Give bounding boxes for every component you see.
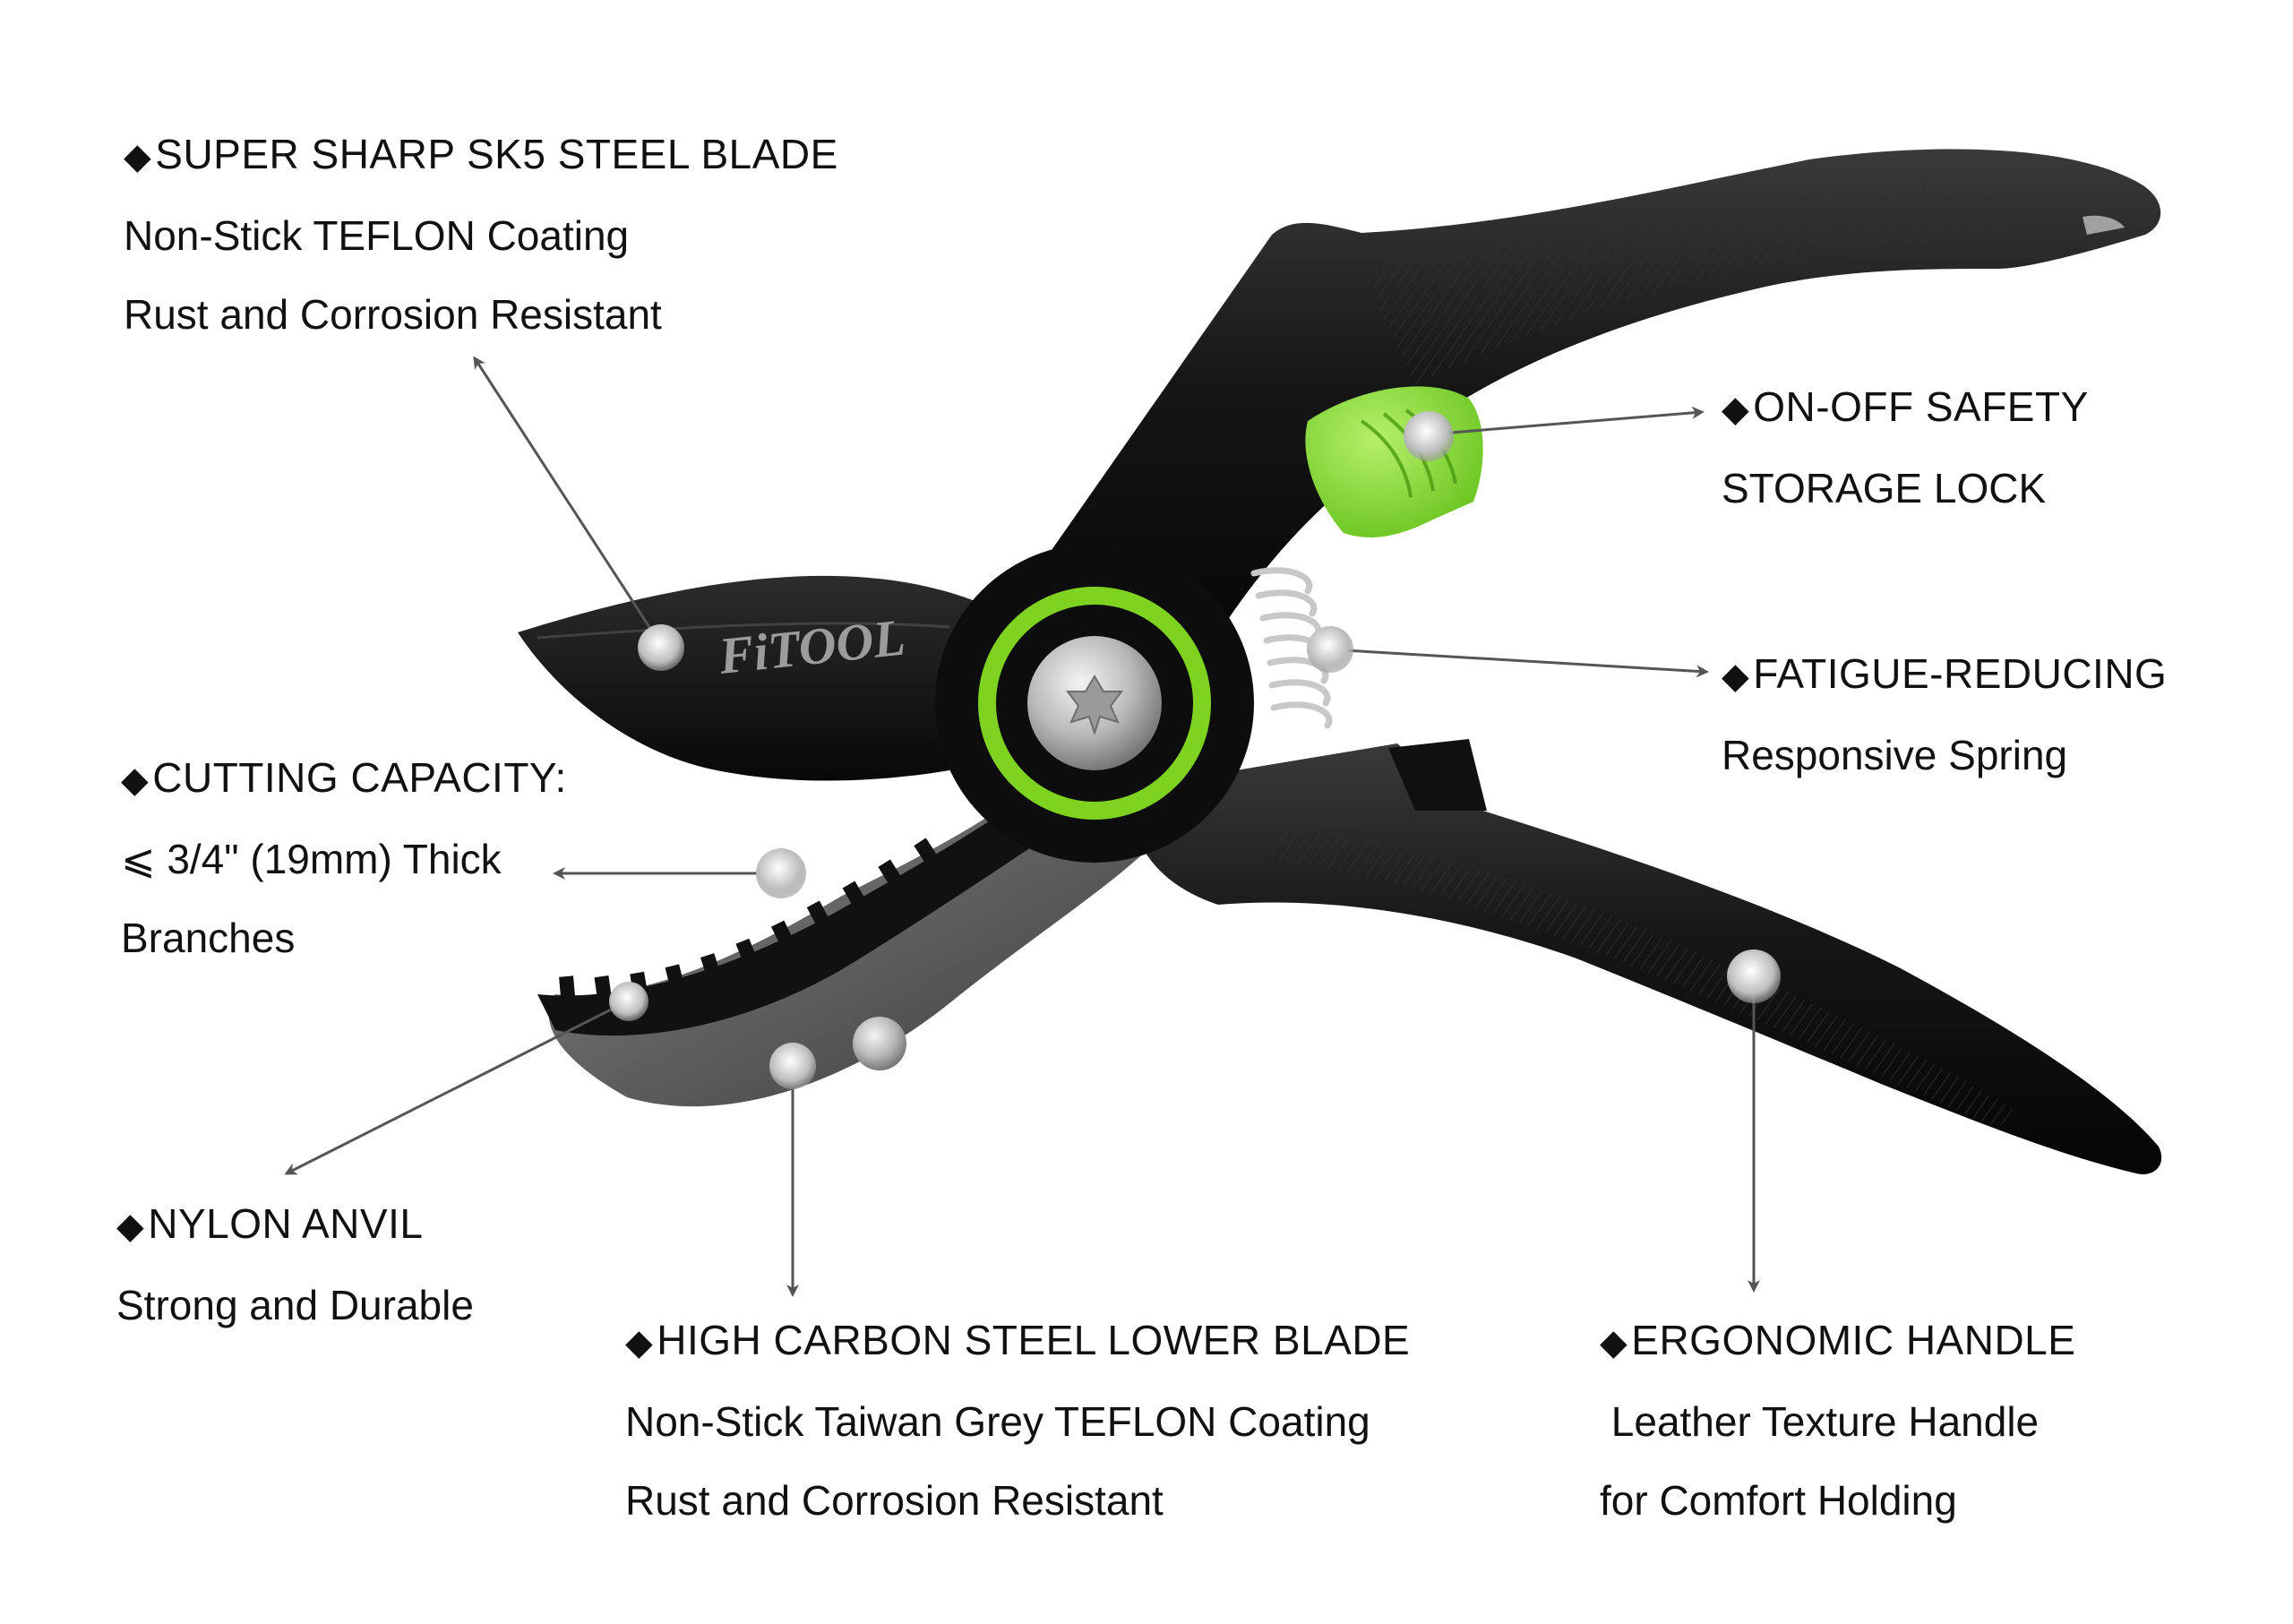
callout-spring-heading: ◆FATIGUE-REDUCING [1722,650,2168,697]
diamond-bullet-icon: ◆ [116,1207,145,1246]
diamond-bullet-icon: ◆ [1722,390,1750,429]
callout-capacity-heading: ◆CUTTING CAPACITY: [121,754,567,801]
handle-hang-hole [2083,215,2125,235]
anvil-anchor-dot [609,982,648,1021]
blade-arrow [473,356,663,646]
callout-blade-heading: ◆SUPER SHARP SK5 STEEL BLADE [124,131,838,177]
lock-anchor-dot [1404,411,1454,461]
callout-lower-blade-heading: ◆HIGH CARBON STEEL LOWER BLADE [625,1317,1411,1363]
lower-blade-anchor-dot [769,1043,816,1089]
blade-anchor-dot [638,624,684,671]
callout-handle-line1: Leather Texture Handle [1600,1398,2040,1445]
callout-handle: ◆ERGONOMIC HANDLE Leather Texture Handle… [1600,1301,2075,1540]
diamond-bullet-icon: ◆ [121,760,150,800]
callout-lock: ◆ON-OFF SAFETY STORAGE LOCK [1722,367,2089,528]
callout-capacity-line1: ⩽ 3/4" (19mm) Thick [121,836,502,882]
callout-blade-line1: Non-Stick TEFLON Coating [124,212,630,259]
callout-arrows [284,356,1760,1297]
capacity-anchor-dot [756,848,806,898]
lower-blade-rivet [853,1017,906,1070]
handle-anchor-dot [1727,949,1781,1003]
callout-spring-line1: Responsive Spring [1722,732,2068,778]
callout-handle-line2: for Comfort Holding [1600,1477,1957,1524]
callout-lower-blade-line1: Non-Stick Taiwan Grey TEFLON Coating [625,1398,1370,1445]
callout-anchors [609,411,1781,1089]
callout-anvil-line1: Strong and Durable [116,1282,474,1328]
callout-lock-line1: STORAGE LOCK [1722,465,2047,511]
lock-arrow [1428,406,1705,436]
upper-handle [985,149,2161,675]
anvil-teeth [559,838,937,998]
diamond-bullet-icon: ◆ [1600,1323,1628,1362]
upper-handle-texture [1361,182,2024,385]
diamond-bullet-icon: ◆ [124,137,152,176]
callout-capacity: ◆CUTTING CAPACITY: ⩽ 3/4" (19mm) Thick B… [121,738,567,977]
callout-handle-heading: ◆ERGONOMIC HANDLE [1600,1317,2076,1363]
spring-anchor-dot [1307,626,1353,673]
upper-blade [518,575,1012,781]
safety-lock [1305,386,1483,537]
callout-anvil: ◆NYLON ANVIL Strong and Durable [116,1184,474,1345]
torx-recess [1066,675,1123,736]
callout-capacity-line2: Branches [121,915,296,961]
lower-handle-texture [1272,824,2015,1129]
callout-blade: ◆SUPER SHARP SK5 STEEL BLADE Non-Stick T… [124,115,838,354]
spring-arrow [1329,648,1709,678]
nylon-anvil [537,806,1039,1036]
diamond-bullet-icon: ◆ [625,1323,654,1362]
callout-lower-blade: ◆HIGH CARBON STEEL LOWER BLADE Non-Stick… [625,1301,1410,1540]
callout-spring: ◆FATIGUE-REDUCING Responsive Spring [1722,634,2167,795]
callout-lower-blade-line2: Rust and Corrosion Resistant [625,1477,1164,1524]
diamond-bullet-icon: ◆ [1722,657,1750,696]
callout-blade-line2: Rust and Corrosion Resistant [124,291,662,338]
callout-lock-heading: ◆ON-OFF SAFETY [1722,383,2089,430]
anvil-arrow [284,1000,628,1175]
lower-handle-stop [1388,739,1487,811]
callout-anvil-heading: ◆NYLON ANVIL [116,1200,424,1247]
